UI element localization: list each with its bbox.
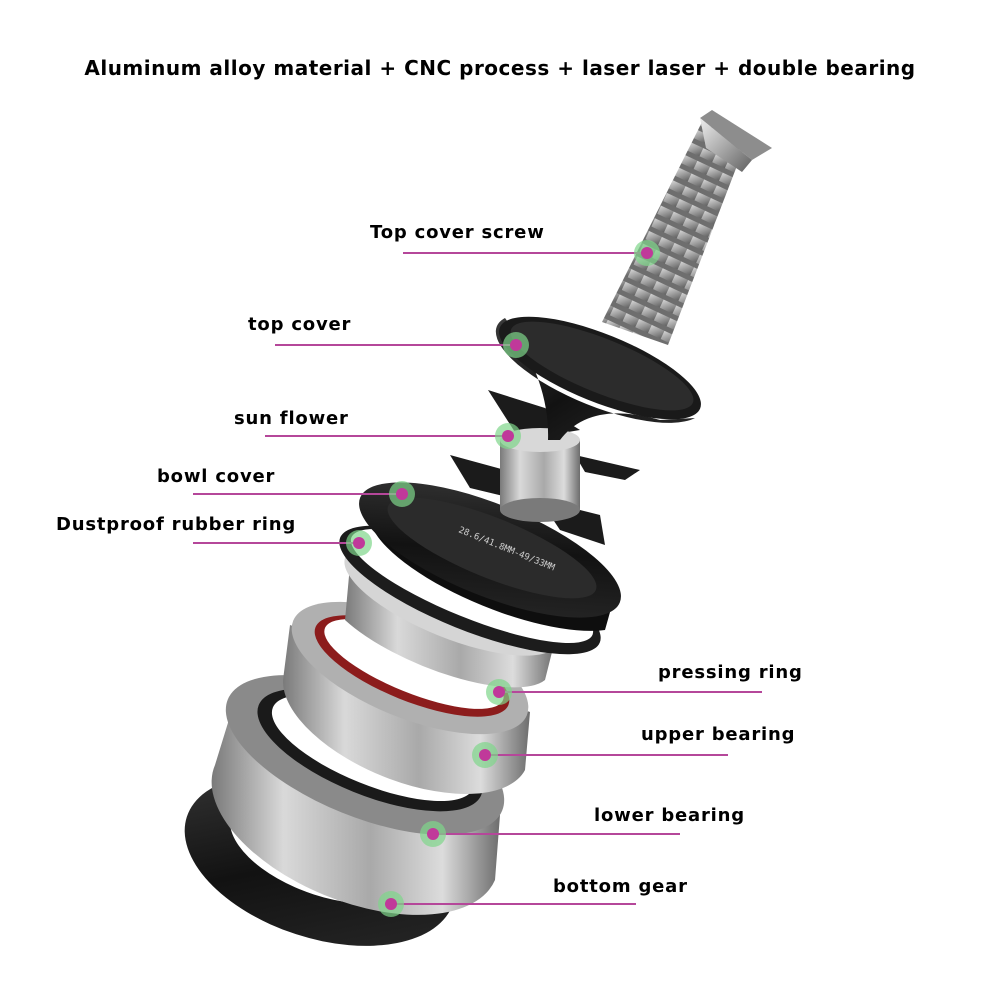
label-lower-bearing: lower bearing <box>594 805 745 826</box>
label-bottom-gear: bottom gear <box>553 876 688 897</box>
leader-lines <box>193 252 762 905</box>
marker-bowl-cover <box>389 481 415 507</box>
label-dustproof-rubber-ring: Dustproof rubber ring <box>56 514 297 535</box>
label-upper-bearing: upper bearing <box>641 724 796 745</box>
marker-pressing-ring <box>486 679 512 705</box>
label-top-cover-screw: Top cover screw <box>370 222 545 243</box>
marker-lower-bearing <box>420 821 446 847</box>
marker-upper-bearing <box>472 742 498 768</box>
marker-dustproof-rubber-ring <box>346 530 372 556</box>
marker-sun-flower <box>495 423 521 449</box>
marker-bottom-gear <box>378 891 404 917</box>
upper-bearing-part <box>282 601 530 794</box>
markers <box>346 240 660 917</box>
marker-top-cover <box>503 332 529 358</box>
label-top-cover: top cover <box>248 314 352 335</box>
marker-top-cover-screw <box>634 240 660 266</box>
top-cover-screw-part <box>602 110 772 345</box>
page-title: Aluminum alloy material + CNC process + … <box>84 56 916 80</box>
top-cover-part <box>495 316 701 440</box>
label-pressing-ring: pressing ring <box>658 662 803 683</box>
label-bowl-cover: bowl cover <box>157 466 276 487</box>
label-sun-flower: sun flower <box>234 408 349 429</box>
bowl-cover-part: 28.6/41.8MM-49/33MM <box>359 482 621 631</box>
